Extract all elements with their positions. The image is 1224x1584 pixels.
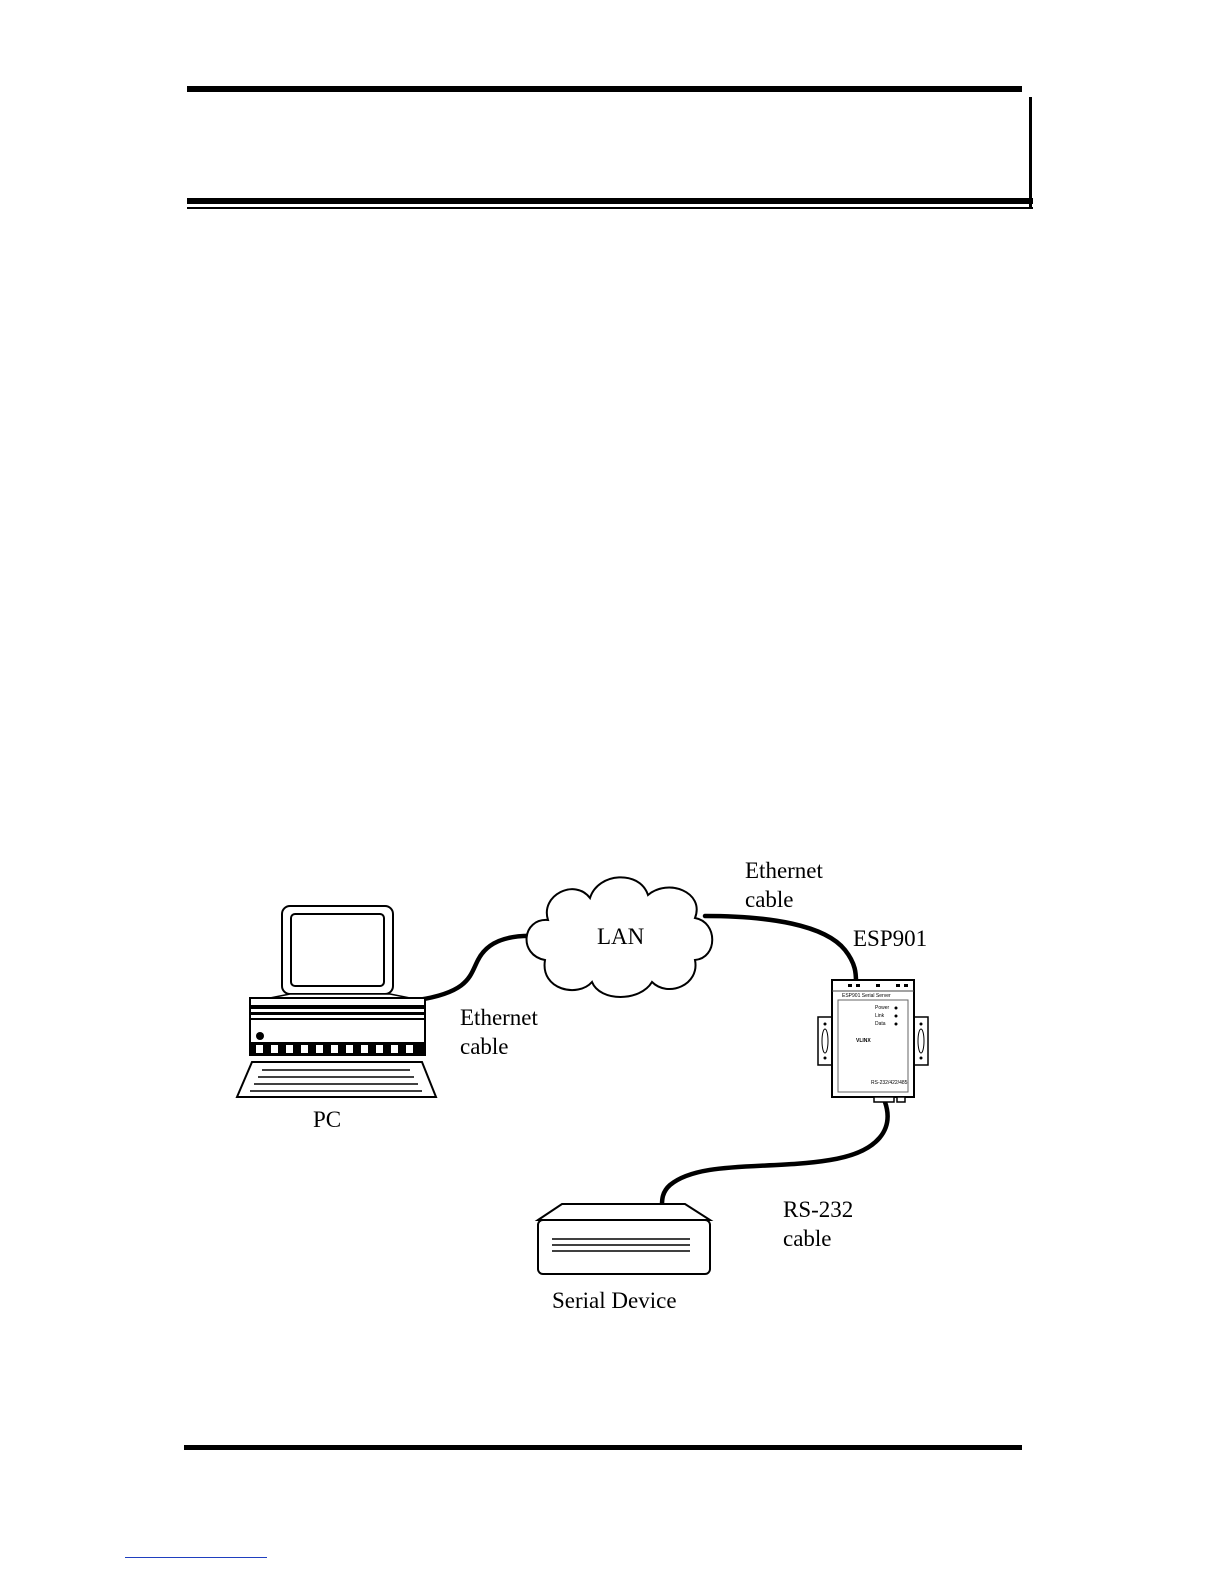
rs232-cable bbox=[662, 1102, 888, 1205]
pc-icon bbox=[237, 906, 436, 1097]
pc-label: PC bbox=[313, 1105, 341, 1134]
esp901-led-power-label: Power bbox=[875, 1005, 889, 1011]
rs232-cable-label: RS-232 cable bbox=[783, 1195, 853, 1253]
ethernet-cable-lan-esp901 bbox=[705, 916, 856, 982]
esp901-led-data-label: Data bbox=[875, 1021, 886, 1027]
ethernet-cable-left-label: Ethernet cable bbox=[460, 1003, 538, 1061]
esp901-label: ESP901 bbox=[853, 924, 927, 953]
serial-device-label: Serial Device bbox=[552, 1286, 677, 1315]
esp901-led-link-label: Link bbox=[875, 1013, 884, 1019]
lan-label: LAN bbox=[597, 922, 644, 951]
ethernet-cable-top-label: Ethernet cable bbox=[745, 856, 823, 914]
ethernet-cable-pc-lan bbox=[418, 936, 535, 1000]
esp901-panel-title: ESP901 Serial Server bbox=[842, 993, 891, 999]
esp901-port-label: RS-232/422/485 bbox=[871, 1080, 907, 1086]
footer-link-underline bbox=[125, 1557, 267, 1558]
esp901-brand-label: VLINX bbox=[856, 1038, 871, 1044]
footer-rule bbox=[184, 1445, 1022, 1450]
serial-device-icon bbox=[538, 1204, 710, 1274]
